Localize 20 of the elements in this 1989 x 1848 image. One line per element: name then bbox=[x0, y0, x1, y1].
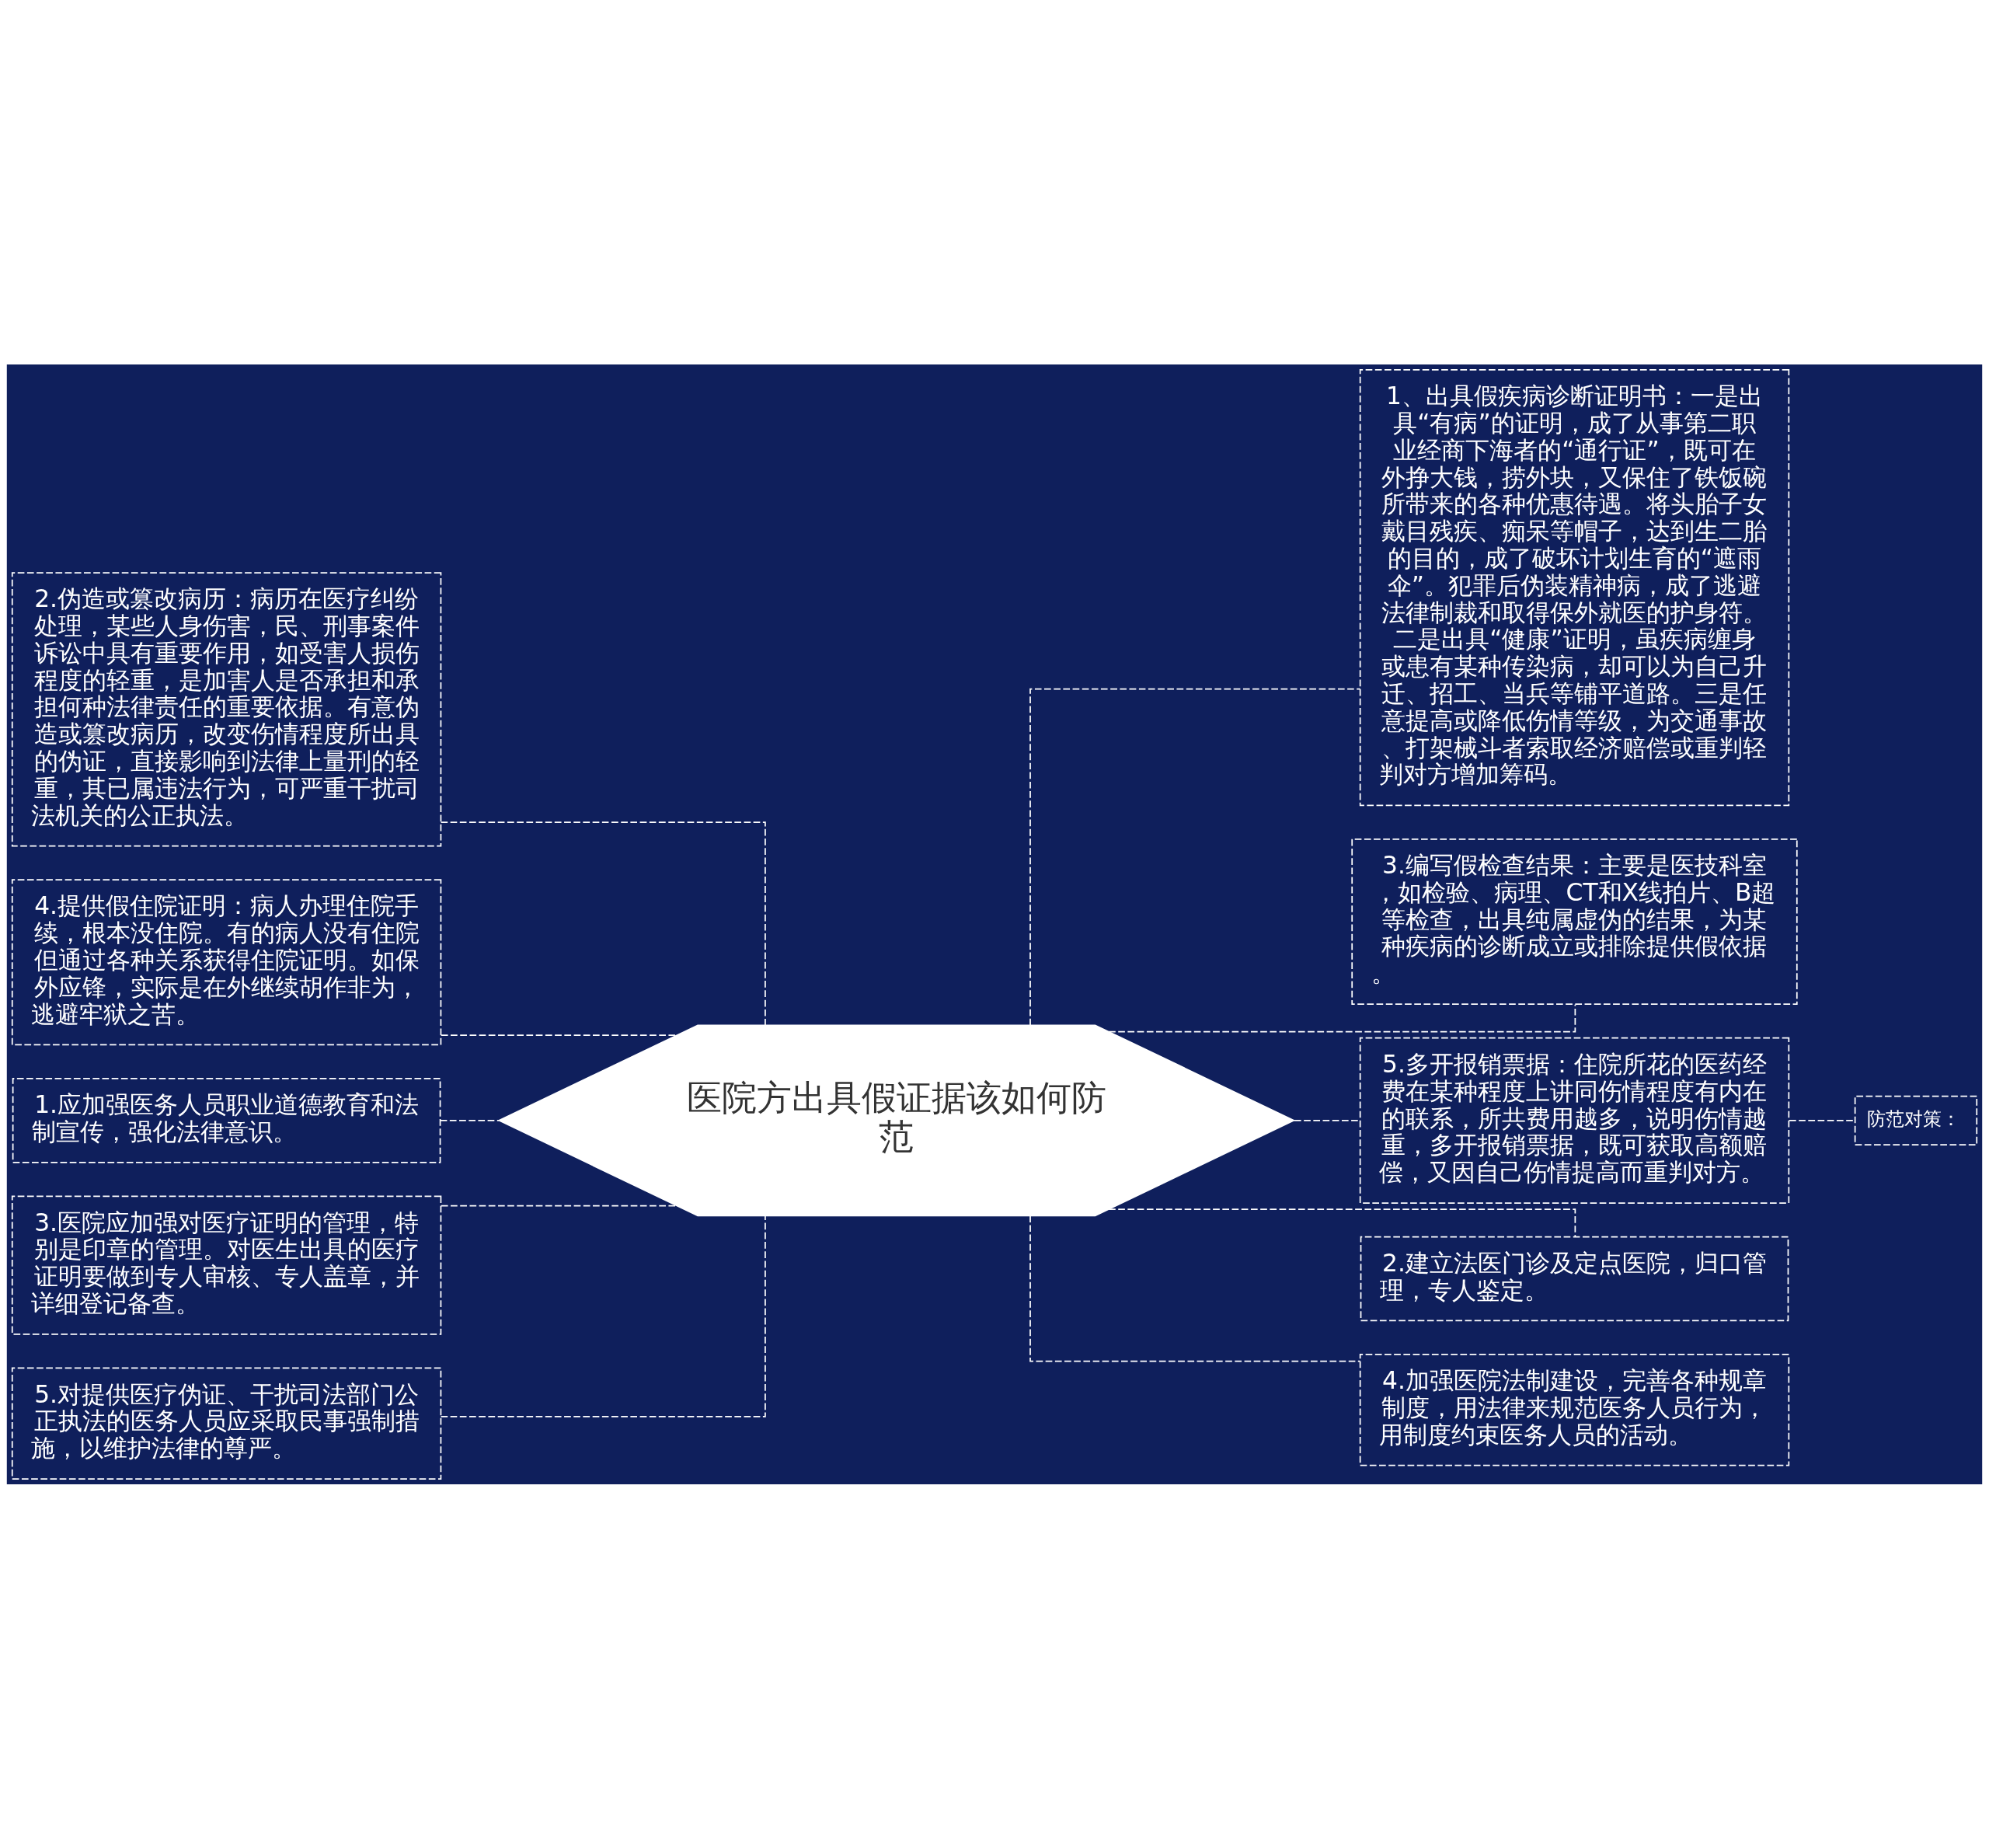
node-box: 2.伪造或篡改病历：病历在医疗纠纷处理，某些人身伤害，民、刑事案件诉讼中具有重要作用，如受害人损伤程度的轻重，是加害人是否承担和承担何种法律责任的重要依据。有意伪造或篡改病历，改变伤情程度所出具的伪证，直接影响到法律上量刑的轻重，其已属违法行为，可严重干扰司法机关的公正执法。 bbox=[11, 571, 442, 846]
node-box: 1、出具假疾病诊断证明书：一是出具“有病”的证明，成了从事第二职业经商下海者的“通行证”，既可在外挣大钱，捞外块，又保住了铁饭碗所带来的各种优惠待遇。将头胎子女戴目残疾、痴呆等帽子，达到生二胎的目的，成了破坏计划生育的“遮雨伞”。犯罪后伪装精神病，成了逃避法律制裁和取得保外就医的护身符。二是出具“健康”证明，虽疾病缠身或患有某种传染病，却可以为自己升迁、招工、当兵等铺平道路。三是任意提高或降低伤情等级，为交通事故、打架械斗者索取经济赔偿或重判轻判对方增加筹码。 bbox=[1359, 368, 1790, 806]
node-box: 2.建立法医门诊及定点医院，归口管理，专人鉴定。 bbox=[1360, 1236, 1789, 1321]
node-box: 3.编写假检查结果：主要是医技科室，如检验、病理、CT和X线拍片、B超等检查，出具纯属虚伪的结果，为某种疾病的诊断成立或排除提供假依据。 bbox=[1351, 838, 1798, 1005]
connector bbox=[1029, 1214, 1361, 1362]
connector bbox=[1108, 1003, 1576, 1033]
connector bbox=[1029, 688, 1361, 1026]
node-box: 4.加强医院法制建设，完善各种规章制度，用法律来规范医务人员行为，用制度约束医务人员的活动。 bbox=[1359, 1353, 1790, 1466]
node-box: 1.应加强医务人员职业道德教育和法制宣传，强化法律意识。 bbox=[12, 1077, 441, 1163]
connector bbox=[441, 1034, 678, 1036]
connector bbox=[439, 1119, 500, 1121]
node-box: 防范对策： bbox=[1854, 1095, 1978, 1145]
connector bbox=[440, 1215, 766, 1417]
connector bbox=[1108, 1208, 1576, 1237]
node-box: 3.医院应加强对医疗证明的管理，特别是印章的管理。对医生出具的医疗证明要做到专人审核、专人盖章，并详细登记备查。 bbox=[11, 1194, 442, 1335]
node-box: 5.多开报销票据：住院所花的医药经费在某种程度上讲同伤情程度有内在的联系，所共费用越多，说明伤情越重，多开报销票据，既可获取高额赔偿，又因自己伤情提高而重判对方。 bbox=[1359, 1037, 1790, 1204]
node-box: 4.提供假住院证明：病人办理住院手续，根本没住院。有的病人没有住院但通过各种关系获得住院证明。如保外应锋，实际是在外继续胡作非为，逃避牢狱之苦。 bbox=[11, 878, 442, 1045]
connector bbox=[441, 1205, 678, 1207]
connector bbox=[440, 821, 766, 1026]
node-box: 5.对提供医疗伪证、干扰司法部门公正执法的医务人员应采取民事强制措施，以维护法律的尊严。 bbox=[11, 1366, 442, 1480]
